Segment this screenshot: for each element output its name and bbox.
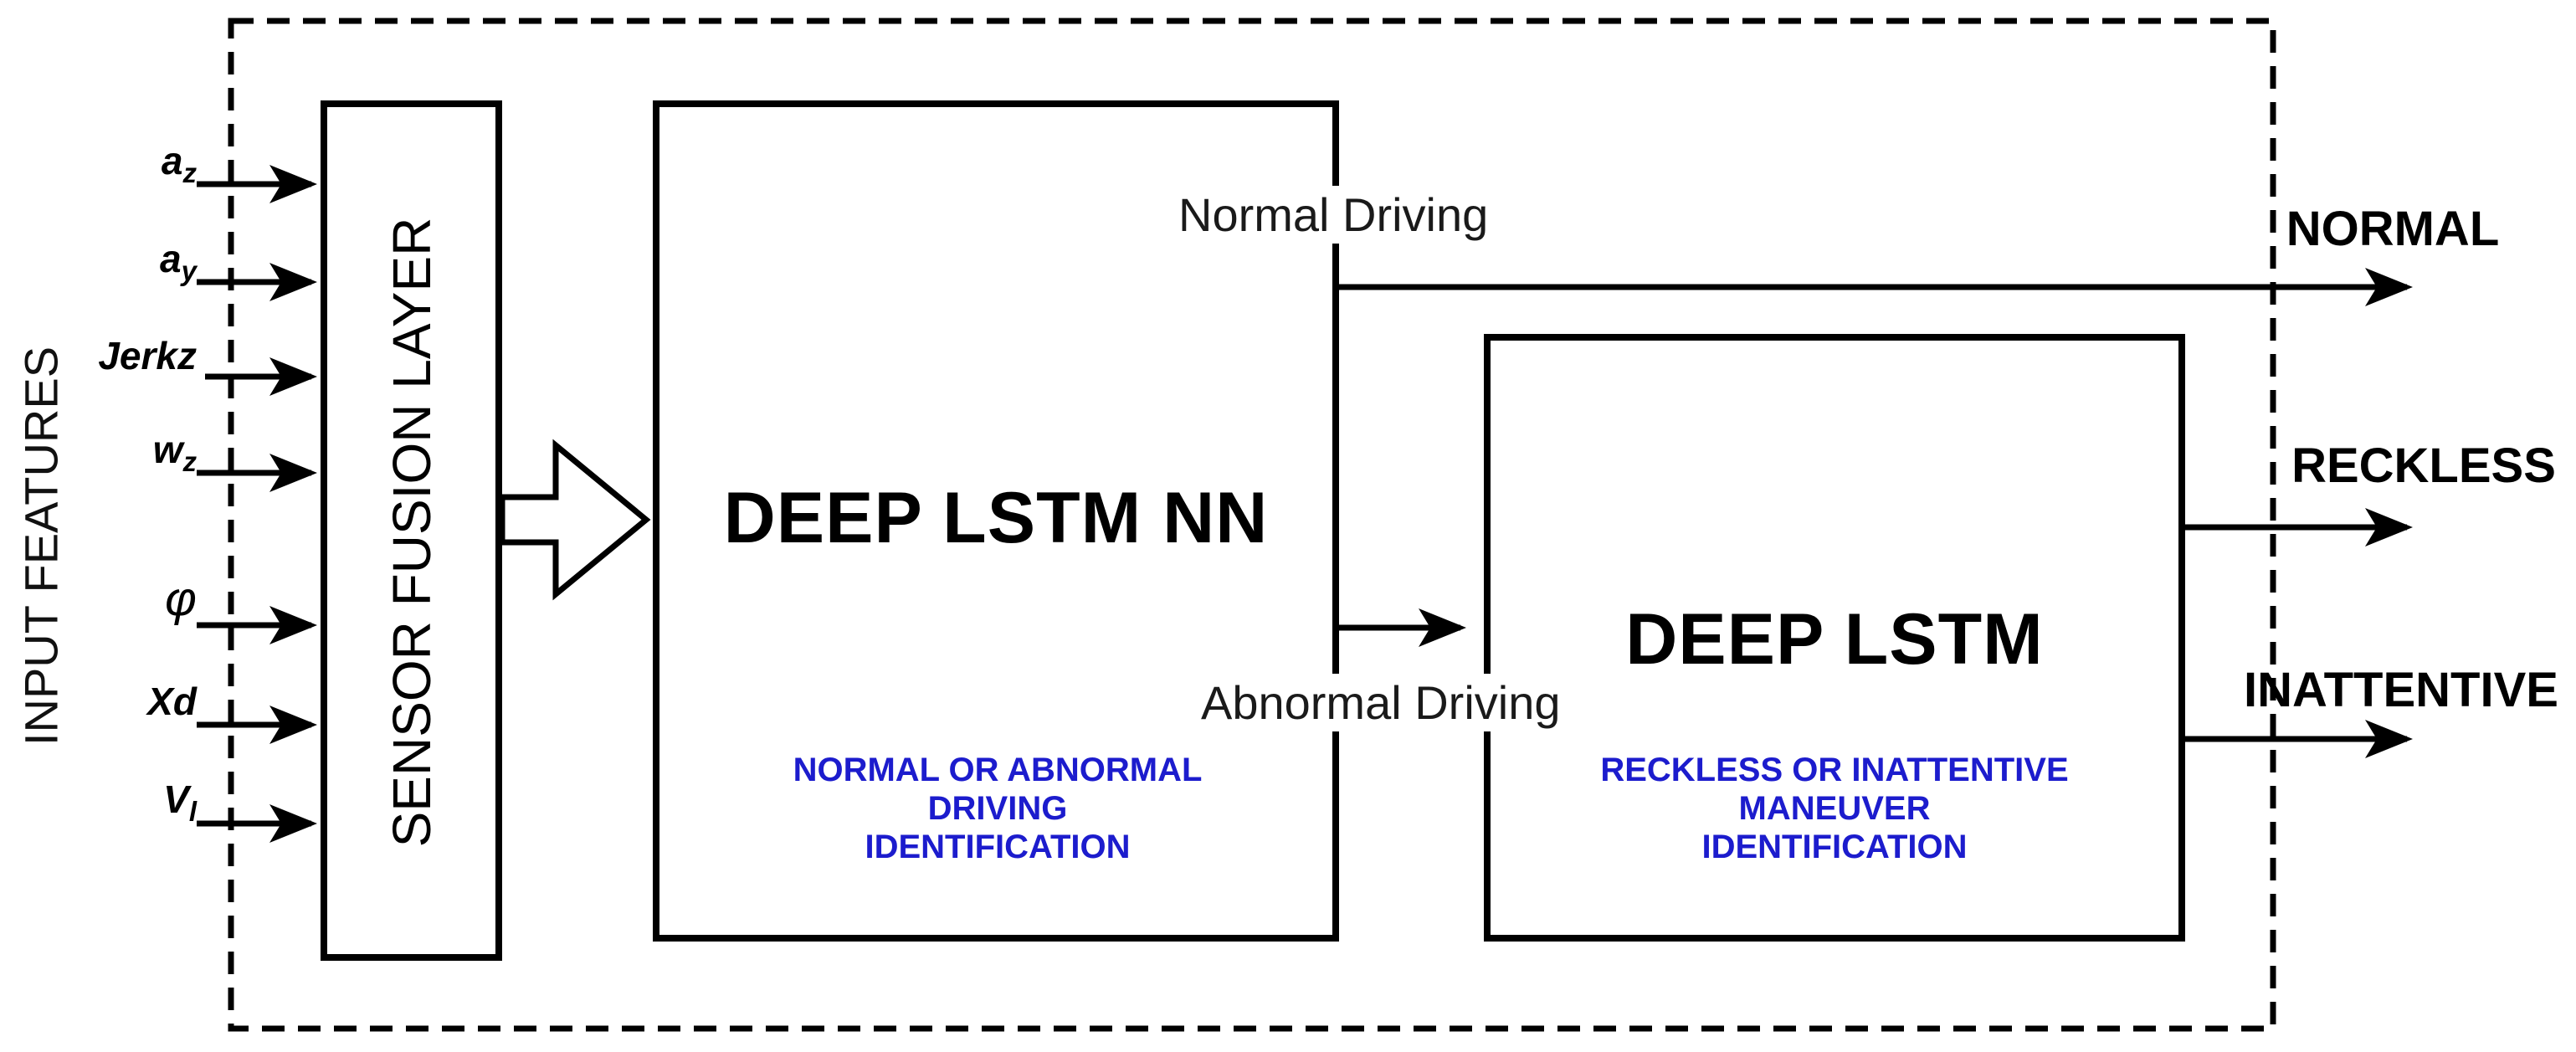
input-label-jerkz: Jerkz <box>98 334 197 377</box>
input-label-xd: Xd <box>147 680 197 723</box>
stage2-caption-line-3: IDENTIFICATION <box>1701 829 1968 865</box>
stage1-caption-line-2: DRIVING <box>927 790 1068 827</box>
input-label-az: az <box>161 139 197 189</box>
stage2-caption: RECKLESS OR INATTENTIVE MANEUVER IDENTIF… <box>1484 751 2185 866</box>
dashed-system-boundary <box>228 18 2276 1032</box>
sensor-fusion-layer-label: SENSOR FUSION LAYER <box>382 217 442 848</box>
stage1-caption: NORMAL OR ABNORMAL DRIVING IDENTIFICATIO… <box>654 751 1341 866</box>
deep-lstm-box <box>1484 334 2185 942</box>
input-label-ay: ay <box>160 237 197 287</box>
input-label-wz: wz <box>152 428 197 478</box>
abnormal-driving-branch-label: Abnormal Driving <box>1193 674 1569 731</box>
input-label-vl: Vl <box>163 777 197 828</box>
deep-lstm-nn-title: DEEP LSTM NN <box>723 478 1269 558</box>
output-label-reckless: RECKLESS <box>2291 439 2556 493</box>
stage2-caption-line-1: RECKLESS OR INATTENTIVE <box>1600 752 2069 788</box>
stage2-caption-line-2: MANEUVER <box>1738 790 1931 827</box>
input-label-phi: φ <box>165 572 197 626</box>
stage1-caption-line-1: NORMAL OR ABNORMAL <box>793 752 1203 788</box>
deep-lstm-title: DEEP LSTM <box>1625 599 2044 680</box>
stage1-caption-line-3: IDENTIFICATION <box>865 829 1131 865</box>
fusion-to-lstm-block-arrow <box>499 439 651 601</box>
normal-driving-branch-label: Normal Driving <box>1170 186 1497 244</box>
input-features-axis-label: INPUT FEATURES <box>14 346 68 747</box>
sensor-fusion-layer-box <box>321 100 502 961</box>
output-label-inattentive: INATTENTIVE <box>2244 663 2558 717</box>
output-label-normal: NORMAL <box>2286 202 2500 256</box>
